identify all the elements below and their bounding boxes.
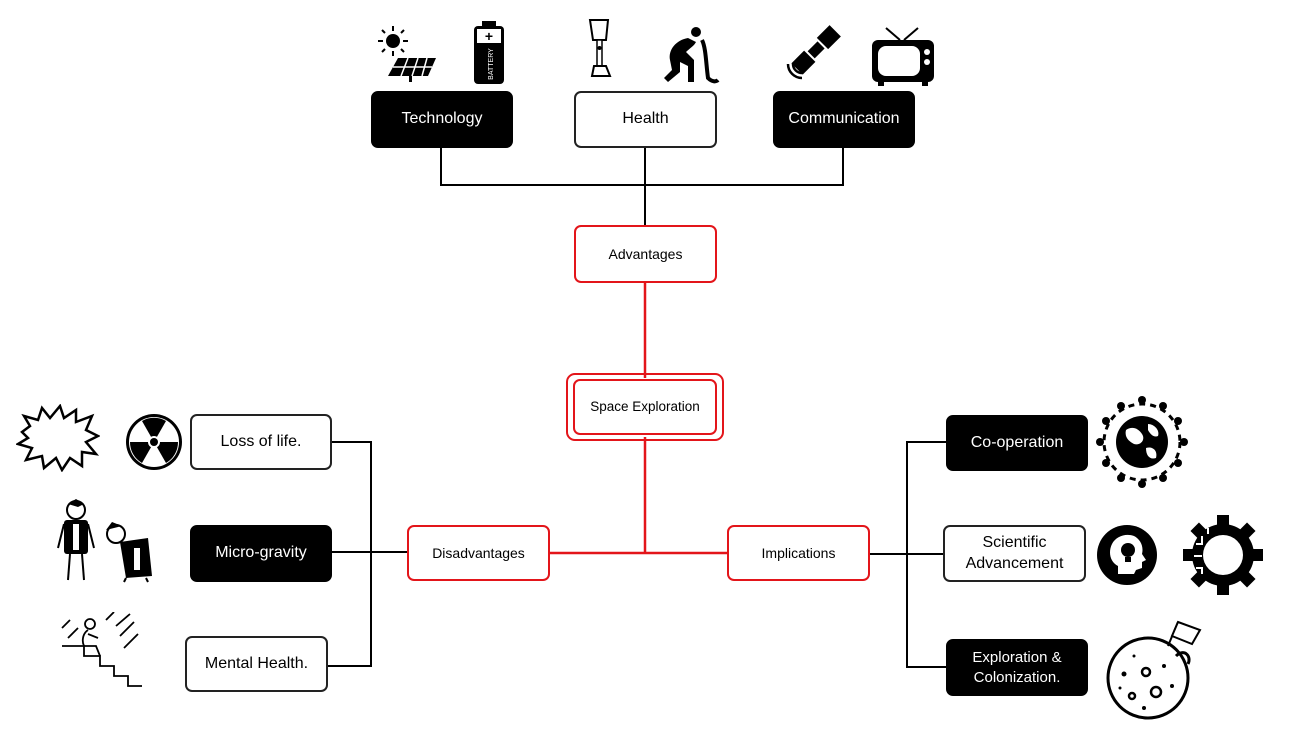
center-node-outer (566, 373, 724, 441)
communication-node[interactable]: Communication (773, 91, 915, 148)
sun-solar-panel-icon (378, 26, 436, 82)
top-connector (440, 148, 844, 186)
prosthetic-leg-icon (588, 19, 612, 77)
advantages-node[interactable]: Advantages (574, 225, 717, 283)
exploration-colonization-line1: Exploration & (972, 649, 1062, 666)
bone-loss-people-icon (57, 499, 152, 583)
scientific-advancement-line2: Advancement (965, 554, 1064, 572)
scientific-advancement-line1: Scientific (982, 533, 1047, 551)
left-connector (328, 441, 372, 667)
circuit-gear-icon (1183, 515, 1263, 595)
sick-person-icon (664, 27, 720, 84)
people-around-globe-icon (1096, 396, 1188, 488)
technology-node[interactable]: Technology (371, 91, 513, 148)
implications-node[interactable]: Implications (727, 525, 870, 581)
center-node[interactable]: Space Exploration (573, 379, 717, 435)
scientific-advancement-node[interactable]: Scientific Advancement (943, 525, 1086, 582)
exploration-colonization-line2: Colonization. (973, 668, 1061, 686)
health-node[interactable]: Health (574, 91, 717, 148)
svg-text:+: + (485, 28, 493, 44)
explosion-icon (16, 404, 100, 472)
co-operation-node[interactable]: Co-operation (946, 415, 1088, 471)
disadvantages-node[interactable]: Disadvantages (407, 525, 550, 581)
loss-of-life-node[interactable]: Loss of life. (190, 414, 332, 470)
micro-gravity-node[interactable]: Micro-gravity (190, 525, 332, 582)
mental-health-node[interactable]: Mental Health. (185, 636, 328, 692)
head-lightbulb-icon (1097, 525, 1157, 585)
radiation-icon (126, 414, 182, 470)
exploration-colonization-node[interactable]: Exploration & Colonization. (946, 639, 1088, 696)
television-icon (872, 27, 934, 86)
depressed-person-icon (61, 612, 142, 687)
battery-label: BATTERY (488, 48, 495, 80)
battery-icon: + BATTERY (474, 21, 504, 84)
moon-flag-icon (1106, 620, 1202, 720)
satellite-icon (786, 25, 841, 80)
